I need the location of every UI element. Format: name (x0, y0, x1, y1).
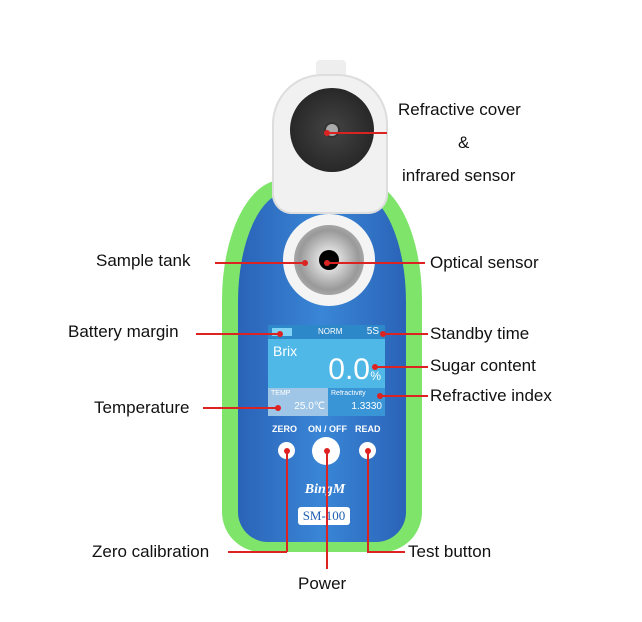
label-infrared-sensor: infrared sensor (402, 166, 516, 185)
temp-panel: TEMP 25.0℃ (268, 388, 328, 416)
cover-tab (316, 60, 346, 78)
pointer-line (377, 393, 383, 399)
standby: 5S (366, 326, 379, 337)
mode: NORM (318, 327, 343, 336)
pointer-line (275, 405, 281, 411)
temp-label: TEMP (271, 390, 291, 397)
pointer-line (203, 407, 278, 409)
label-standby-time: Standby time (430, 324, 530, 343)
infrared-sensor-disk (290, 88, 374, 172)
ri-panel: Refractivity 1.3330 (328, 388, 385, 416)
zero-label: ZERO (272, 424, 298, 434)
unit: % (370, 369, 381, 383)
sample-tank (283, 214, 375, 306)
pointer-line (372, 364, 378, 370)
scale: Brix (273, 343, 298, 359)
label-temperature: Temperature (94, 398, 190, 417)
label-optical-sensor: Optical sensor (430, 253, 539, 272)
label-refractive-cover: Refractive cover (398, 100, 521, 119)
pointer-line (367, 551, 405, 553)
pointer-line (367, 451, 369, 552)
read-label: READ (355, 424, 381, 434)
pointer-line (228, 551, 287, 553)
status-bar: NORM 5S (268, 325, 385, 339)
label-test-button: Test button (408, 542, 492, 561)
label-zero-calibration: Zero calibration (92, 542, 210, 561)
ri-value: 1.3330 (351, 401, 382, 412)
brand-logo: BingM (304, 482, 346, 497)
label-amp: & (458, 133, 470, 152)
label-power: Power (298, 574, 347, 593)
pointer-line (324, 260, 330, 266)
reading: 0.0 (328, 353, 370, 386)
pointer-line (196, 333, 280, 335)
pointer-line (324, 130, 330, 136)
pointer-line (324, 448, 330, 454)
ri-label: Refractivity (331, 390, 366, 397)
pointer-line (380, 331, 386, 337)
pointer-line (327, 132, 387, 134)
onoff-label: ON / OFF (308, 424, 347, 434)
pointer-line (284, 448, 290, 454)
pointer-line (380, 395, 428, 397)
pointer-line (215, 262, 305, 264)
model-badge: SM-100 (298, 507, 350, 525)
pointer-line (375, 366, 428, 368)
pointer-line (286, 451, 288, 552)
temp-value: 25.0℃ (294, 401, 325, 412)
label-sugar-content: Sugar content (430, 356, 536, 375)
label-battery-margin: Battery margin (68, 322, 179, 341)
pointer-line (302, 260, 308, 266)
pointer-line (365, 448, 371, 454)
pointer-line (383, 333, 428, 335)
pointer-line (327, 262, 425, 264)
label-refractive-index: Refractive index (430, 386, 552, 405)
pointer-line (326, 451, 328, 569)
label-sample-tank: Sample tank (96, 251, 191, 270)
lcd-screen: NORM 5S Brix 0.0 % TEMP 25.0℃ Refractivi… (268, 325, 385, 416)
pointer-line (277, 331, 283, 337)
